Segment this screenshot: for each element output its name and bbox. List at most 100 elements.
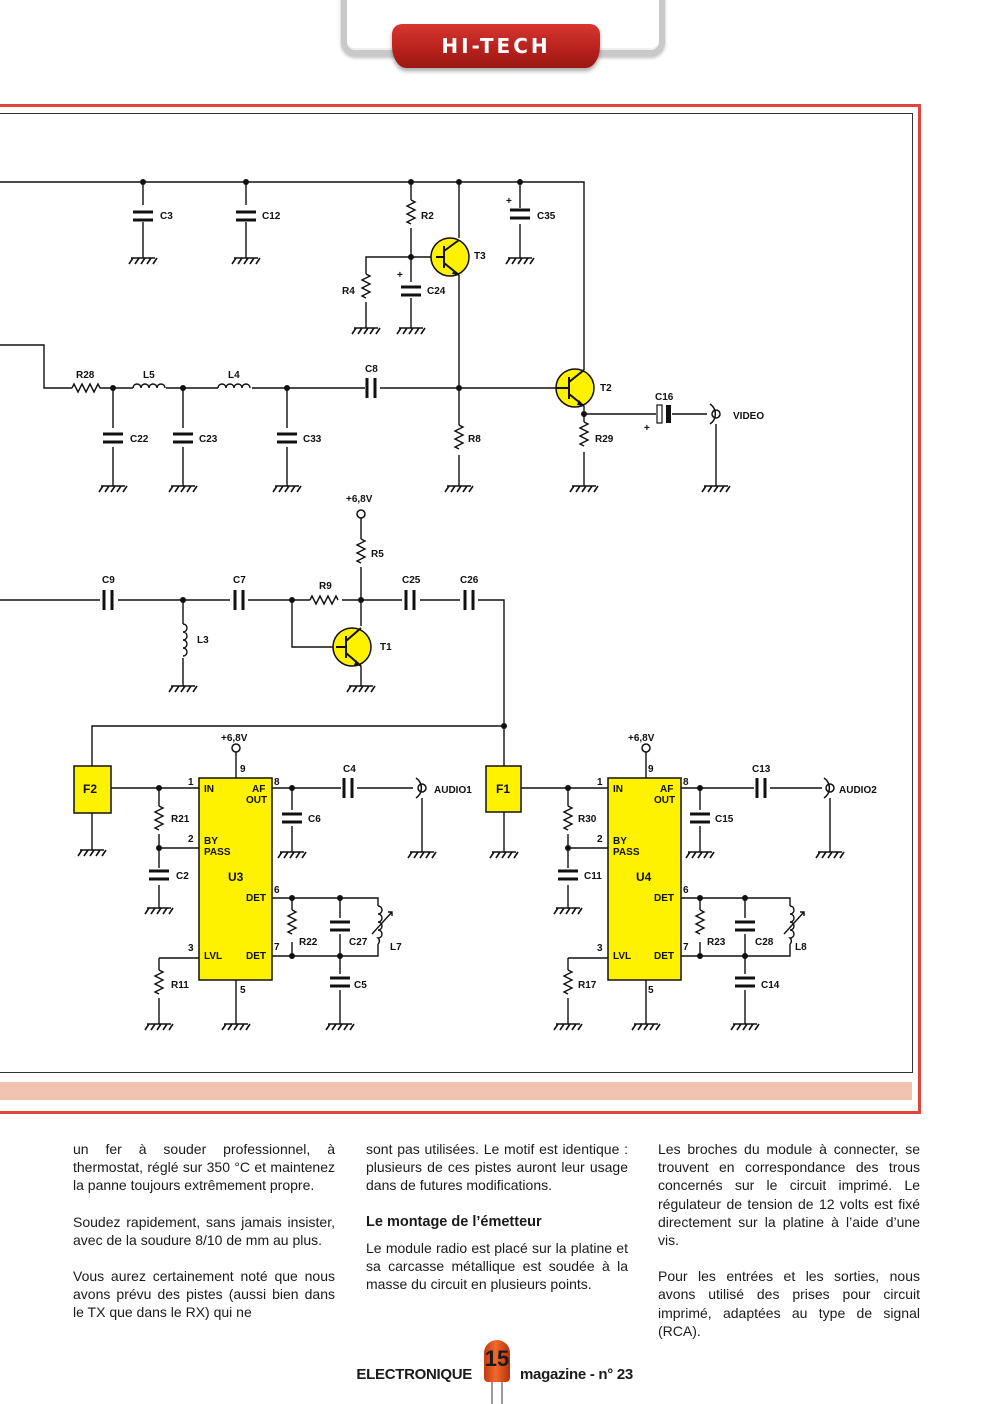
ground-icon bbox=[77, 849, 107, 857]
section-tab-label: HI-TECH bbox=[441, 34, 551, 58]
led-page-badge: 15 bbox=[482, 1340, 512, 1404]
ground-icon bbox=[489, 851, 519, 859]
page-footer: ELECTRONIQUE 15 magazine - n° 23 bbox=[0, 1340, 992, 1404]
ground-icon bbox=[553, 907, 583, 915]
label-v68-u3: +6,8V bbox=[221, 733, 248, 744]
transistor-t1 bbox=[332, 627, 372, 667]
u4-pin-3: 3 bbox=[597, 943, 603, 954]
led-icon bbox=[484, 1340, 510, 1382]
u4-pin-5: 5 bbox=[648, 985, 654, 996]
label-f2: F2 bbox=[83, 782, 97, 796]
ground-icon bbox=[701, 485, 731, 493]
schematic-inner-border bbox=[0, 113, 913, 1073]
u3-det1: DET bbox=[246, 893, 266, 904]
label-t1: T1 bbox=[380, 642, 392, 653]
u3-pin-8: 8 bbox=[274, 777, 280, 788]
u4-pin-8: 8 bbox=[683, 777, 689, 788]
label-l4: L4 bbox=[228, 370, 240, 381]
ground-icon bbox=[98, 485, 128, 493]
label-v68-top: +6,8V bbox=[346, 494, 373, 505]
label-plus-c24: + bbox=[397, 270, 403, 281]
label-l5: L5 bbox=[143, 370, 155, 381]
ground-icon bbox=[553, 1023, 583, 1031]
label-v68-u4: +6,8V bbox=[628, 733, 655, 744]
footer-magazine-name: ELECTRONIQUE bbox=[356, 1366, 472, 1383]
label-c12: C12 bbox=[262, 211, 281, 222]
u3-pin-6: 6 bbox=[274, 885, 280, 896]
u4-by: BY bbox=[613, 836, 627, 847]
u4-det2: DET bbox=[654, 951, 674, 962]
label-r28: R28 bbox=[76, 370, 95, 381]
label-c9: C9 bbox=[102, 575, 115, 586]
u4-pin-6: 6 bbox=[683, 885, 689, 896]
junctions bbox=[110, 179, 748, 959]
u3-pin-5: 5 bbox=[240, 985, 246, 996]
ground-icon bbox=[685, 851, 715, 859]
u4-det1: DET bbox=[654, 893, 674, 904]
ic-u4 bbox=[607, 777, 682, 981]
u4-lvl: LVL bbox=[613, 951, 631, 962]
footer-issue: magazine - n° 23 bbox=[520, 1366, 633, 1383]
label-c4: C4 bbox=[343, 764, 356, 775]
ground-icon bbox=[221, 1023, 251, 1031]
label-c16: C16 bbox=[655, 392, 674, 403]
label-c2: C2 bbox=[176, 871, 189, 882]
label-r21: R21 bbox=[171, 814, 190, 825]
label-r9: R9 bbox=[319, 581, 332, 592]
label-r29: R29 bbox=[595, 434, 614, 445]
label-l7: L7 bbox=[390, 942, 402, 953]
ground-icon bbox=[569, 485, 599, 493]
u3-pin-3: 3 bbox=[188, 943, 194, 954]
paragraph: Soudez rapidement, sans jamais insister,… bbox=[73, 1213, 335, 1248]
transistor-t3 bbox=[430, 237, 470, 277]
label-plus-c16: + bbox=[644, 423, 650, 434]
ground-icon bbox=[346, 685, 376, 693]
u3-in: IN bbox=[204, 784, 214, 795]
ground-icon bbox=[631, 1023, 661, 1031]
label-c24: C24 bbox=[427, 286, 446, 297]
u3-pass: PASS bbox=[204, 847, 231, 858]
label-r8: R8 bbox=[468, 434, 481, 445]
wires bbox=[0, 181, 831, 1024]
u3-out: OUT bbox=[246, 795, 267, 806]
paragraph: sont pas utilisées. Le motif est identiq… bbox=[366, 1141, 628, 1194]
label-r2: R2 bbox=[421, 211, 434, 222]
u4-pin-1: 1 bbox=[597, 777, 603, 788]
capacitors bbox=[102, 208, 767, 988]
u3-pin-7: 7 bbox=[274, 942, 280, 953]
label-c6: C6 bbox=[308, 814, 321, 825]
paragraph: Le module radio est placé sur la platine… bbox=[366, 1239, 628, 1293]
u3-det2: DET bbox=[246, 951, 266, 962]
ground-icon bbox=[730, 1023, 760, 1031]
u3-pin-9: 9 bbox=[240, 764, 246, 775]
text-column-3: Les broches du module à connecter, se tr… bbox=[658, 1140, 920, 1358]
led-leg bbox=[501, 1382, 503, 1404]
label-c28: C28 bbox=[755, 937, 774, 948]
transistor-t2 bbox=[555, 368, 595, 408]
label-t2: T2 bbox=[600, 383, 612, 394]
circuit-schematic: C3 C12 R2 T3 + C35 R4 + C24 R28 L5 L4 C8… bbox=[0, 179, 877, 1031]
label-r23: R23 bbox=[707, 937, 726, 948]
label-c13: C13 bbox=[752, 764, 771, 775]
filter-f2 bbox=[73, 765, 112, 814]
text-column-2: sont pas utilisées. Le motif est identiq… bbox=[366, 1140, 628, 1311]
ground-symbols bbox=[77, 257, 845, 1031]
label-c7: C7 bbox=[233, 575, 246, 586]
led-leg bbox=[491, 1382, 493, 1404]
u4-out: OUT bbox=[654, 795, 675, 806]
u3-af: AF bbox=[252, 784, 265, 795]
u3-lvl: LVL bbox=[204, 951, 222, 962]
ground-icon bbox=[351, 327, 381, 335]
label-c15: C15 bbox=[715, 814, 734, 825]
label-r11: R11 bbox=[171, 980, 189, 991]
ground-icon bbox=[407, 851, 437, 859]
page-number: 15 bbox=[484, 1346, 510, 1371]
capacitor-c16 bbox=[656, 404, 671, 424]
inductors bbox=[132, 383, 805, 945]
section-heading: Le montage de l’émetteur bbox=[366, 1213, 542, 1230]
label-c14: C14 bbox=[761, 980, 780, 991]
u4-pass: PASS bbox=[613, 847, 640, 858]
ground-icon bbox=[396, 327, 426, 335]
rca-connectors bbox=[231, 403, 835, 799]
label-audio1: AUDIO1 bbox=[434, 785, 472, 796]
